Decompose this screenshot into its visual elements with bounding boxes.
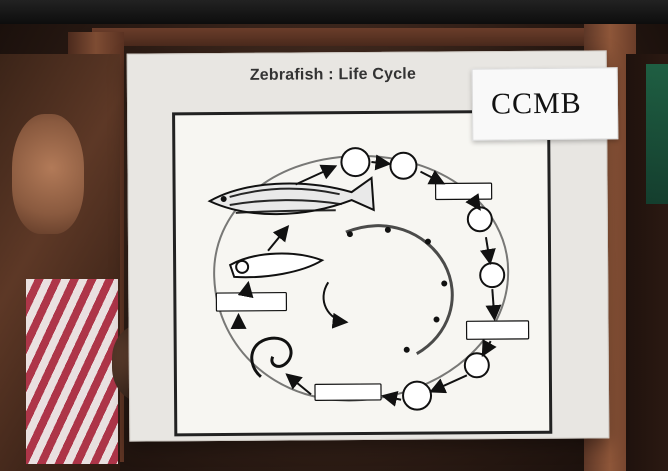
person-head (12, 114, 84, 234)
inner-dot-4 (441, 280, 448, 287)
arrow-2 (420, 169, 446, 185)
photo: Zebrafish : Life Cycle (0, 24, 668, 471)
person-striped-shirt (26, 279, 118, 464)
arrow-1 (371, 154, 392, 171)
ccmb-card: CCMB (471, 67, 619, 141)
inner-dot-1 (346, 231, 353, 238)
inner-arc (345, 224, 454, 355)
arrow-11 (237, 280, 254, 299)
arrow-12 (267, 225, 290, 252)
stage-box-bottom (314, 383, 382, 401)
inner-small-arrow (322, 281, 349, 329)
stage-box-left (215, 291, 288, 312)
right-green-object (646, 64, 668, 204)
larva-eye (235, 259, 250, 274)
arrow-6 (481, 339, 497, 357)
stage-egg-2 (389, 151, 418, 180)
inner-dot-2 (384, 226, 391, 233)
stage-embryo-curl (250, 336, 293, 378)
arrow-13 (295, 164, 338, 186)
inner-dot-6 (403, 346, 410, 353)
arrow-3 (465, 193, 481, 211)
arrow-4 (479, 237, 496, 266)
arrow-5 (485, 289, 502, 322)
arrow-9 (285, 373, 312, 396)
inner-dot-3 (424, 238, 431, 245)
stage-egg-3 (466, 206, 493, 233)
zebrafish-poster: Zebrafish : Life Cycle (126, 50, 610, 442)
adult-zebrafish (207, 176, 375, 216)
adult-stripes (229, 187, 342, 214)
stage-box-right (465, 320, 530, 340)
arrow-7 (429, 374, 468, 394)
adult-eye (220, 196, 227, 203)
stage-larva (228, 252, 325, 279)
ccmb-text: CCMB (490, 86, 582, 121)
life-cycle-diagram (172, 109, 553, 437)
frame-top (92, 28, 632, 46)
top-dark-strip (0, 0, 668, 24)
stage-egg-4 (479, 262, 506, 289)
diagram-svg (207, 147, 530, 411)
stage-box-top (434, 182, 493, 201)
stage-egg-5 (463, 352, 490, 379)
arrow-8 (381, 391, 402, 407)
stage-egg-6 (402, 380, 433, 411)
inner-dot-5 (433, 316, 440, 323)
stage-egg-1 (340, 147, 371, 178)
